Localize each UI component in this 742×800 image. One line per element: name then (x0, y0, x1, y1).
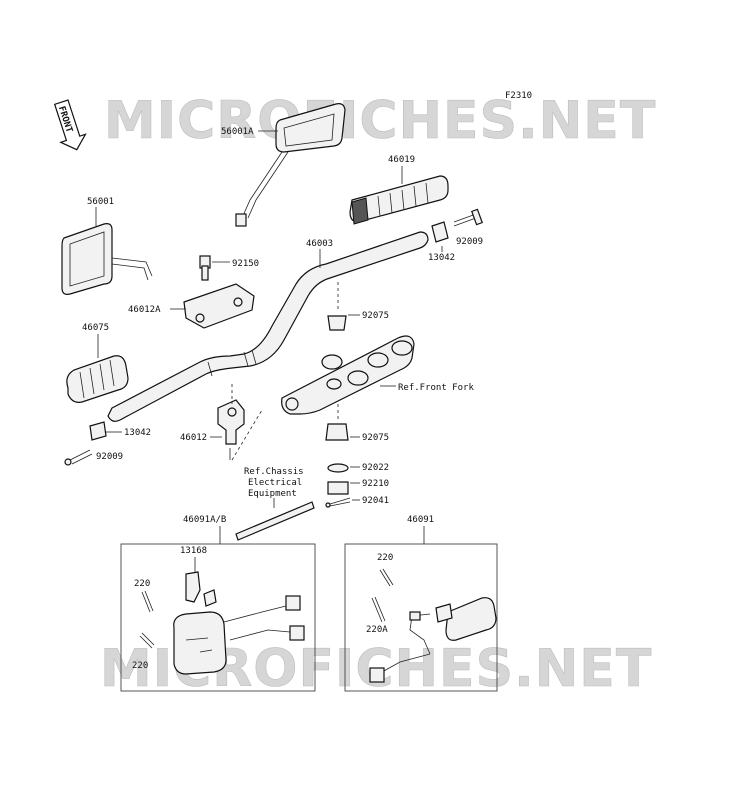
diagram-code: F2310 (505, 91, 532, 101)
cable-tie (235, 501, 315, 541)
label-92009-right: 92009 (456, 237, 483, 247)
label-220A: 220A (366, 625, 388, 635)
screw-220-c (379, 568, 394, 587)
switch-right-box (344, 543, 498, 692)
screw-220-b (139, 632, 155, 649)
label-13168: 13168 (180, 546, 207, 556)
screw-220-a (141, 590, 154, 613)
collar (327, 481, 349, 495)
label-ref-front-fork: Ref.Front Fork (398, 383, 474, 393)
watermark-top: MICROFICHES.NET (104, 91, 656, 151)
grip-end-right (431, 221, 449, 243)
bolt-92150 (199, 255, 211, 281)
label-46003: 46003 (306, 239, 333, 249)
grip-end-left (89, 421, 107, 441)
label-92150: 92150 (232, 259, 259, 269)
label-220-c: 220 (377, 553, 393, 563)
label-46075: 46075 (82, 323, 109, 333)
screw-left (64, 449, 93, 466)
label-92075-upper: 92075 (362, 311, 389, 321)
label-ref-chassis-3: Equipment (248, 489, 297, 499)
label-92041: 92041 (362, 496, 389, 506)
label-46012: 46012 (180, 433, 207, 443)
label-46019: 46019 (388, 155, 415, 165)
clamp-13168 (185, 571, 217, 607)
triple-clamp (281, 335, 415, 415)
grip-left (66, 355, 129, 403)
switch-right (369, 597, 497, 683)
label-92009-left: 92009 (96, 452, 123, 462)
label-220-b: 220 (132, 661, 148, 671)
label-ref-chassis-1: Ref.Chassis (244, 467, 304, 477)
switch-left-box (120, 543, 316, 692)
label-46012A: 46012A (128, 305, 161, 315)
label-92022: 92022 (362, 463, 389, 473)
holder-lower (217, 399, 245, 460)
label-46091: 46091 (407, 515, 434, 525)
cotter-pin (325, 497, 351, 508)
label-13042-left: 13042 (124, 428, 151, 438)
label-92210: 92210 (362, 479, 389, 489)
front-arrow-icon: FRONT (53, 99, 87, 151)
mirror-right (235, 103, 346, 227)
label-13042-right: 13042 (428, 253, 455, 263)
label-220-a: 220 (134, 579, 150, 589)
label-92075-lower: 92075 (362, 433, 389, 443)
screw-220A (371, 596, 386, 623)
grip-right (349, 175, 449, 225)
handlebar (107, 231, 429, 422)
damper-upper (327, 315, 347, 331)
mirror-left (61, 223, 153, 295)
damper-lower (325, 423, 349, 441)
label-56001A: 56001A (221, 127, 254, 137)
screw-right (453, 208, 483, 227)
switch-left (173, 595, 305, 675)
holder-upper (183, 283, 255, 329)
washer (327, 463, 349, 473)
label-46091AB: 46091A/B (183, 515, 226, 525)
label-56001: 56001 (87, 197, 114, 207)
label-ref-chassis-2: Electrical (248, 478, 302, 488)
